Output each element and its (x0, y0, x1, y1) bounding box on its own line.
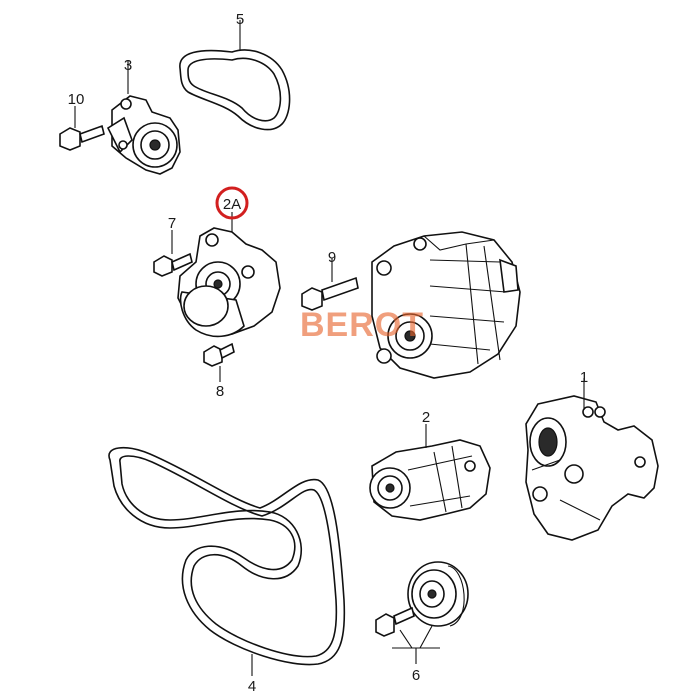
callout-1: 1 (580, 369, 588, 386)
callout-7: 7 (168, 215, 176, 232)
alternator (371, 231, 521, 379)
part-3-upper-tensioner: 3 (106, 57, 181, 175)
callout-9: 9 (328, 249, 336, 266)
callout-5: 5 (236, 11, 244, 28)
watermark: BEROT (300, 306, 424, 344)
part-4-large-belt: 4 (108, 447, 346, 695)
callout-8: 8 (216, 383, 224, 400)
part-2A-tensioner (177, 212, 281, 338)
part-7-bolt: 7 (153, 215, 193, 277)
part-9-bolt: 9 (301, 249, 359, 311)
part-6-idler: 6 (375, 561, 469, 684)
callout-3: 3 (124, 57, 132, 74)
part-1-bracket: 1 (525, 369, 659, 541)
callout-10: 10 (68, 91, 85, 108)
callout-6: 6 (412, 667, 420, 684)
callout-4: 4 (248, 678, 256, 695)
callout-2A[interactable]: 2A (223, 196, 241, 213)
callout-2: 2 (422, 409, 430, 426)
part-2-tensioner: 2 (369, 409, 491, 521)
part-10-bolt: 10 (59, 91, 105, 151)
part-5-small-belt: 5 (179, 11, 291, 131)
part-8-bolt: 8 (203, 342, 235, 400)
highlight-ring (215, 186, 249, 220)
